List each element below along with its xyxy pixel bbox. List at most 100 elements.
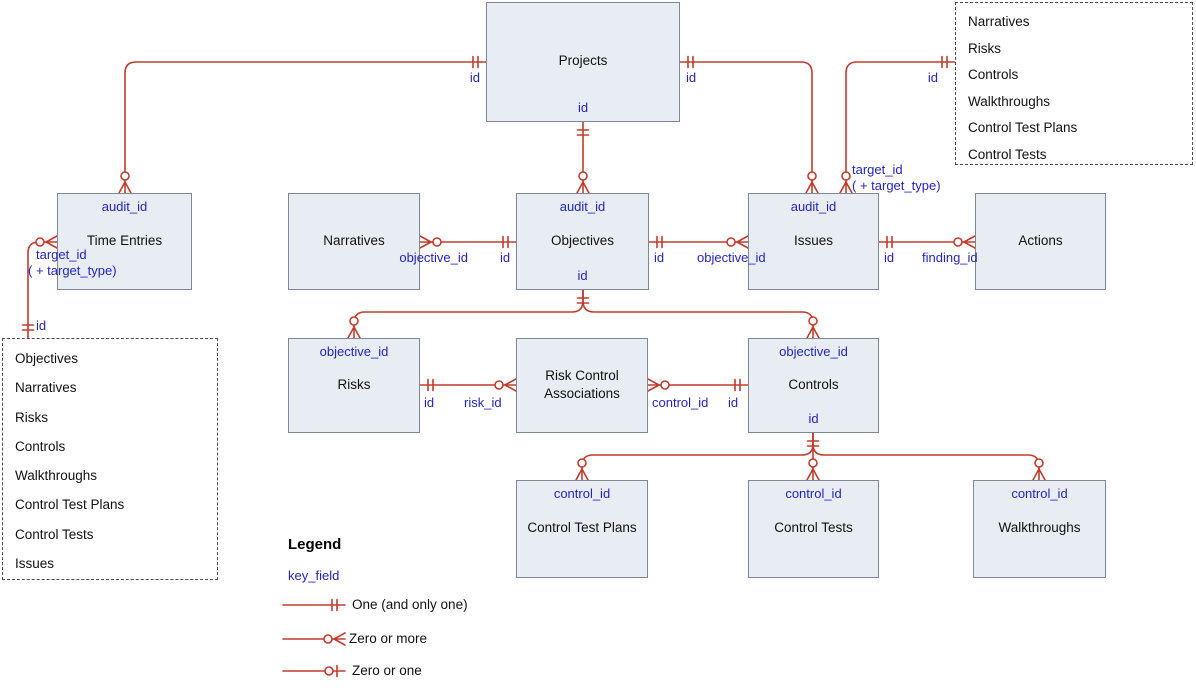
entity-bottom-key bbox=[749, 265, 878, 289]
entity-objectives: audit_id Objectives id bbox=[516, 193, 649, 290]
list-item: Control Tests bbox=[968, 146, 1047, 162]
edge-label-controls-id: id bbox=[728, 395, 739, 410]
entity-controls: objective_id Controls id bbox=[748, 338, 879, 433]
connector-projects-time-entries-end-symbol bbox=[118, 181, 126, 194]
connector-rca-controls-start-symbol bbox=[647, 384, 660, 392]
connector-controls-walkthroughs bbox=[812, 432, 1040, 481]
entity-top-key bbox=[487, 3, 679, 25]
edge-label-issues-objective-id: objective_id bbox=[697, 250, 766, 265]
connector-issues-actions-end-circle bbox=[953, 237, 963, 247]
entity-bottom-key bbox=[517, 408, 647, 432]
list-item: Narratives bbox=[968, 14, 1030, 29]
edge-label-issues-target-type: ( + target_type) bbox=[852, 178, 941, 193]
list-item: Issues bbox=[15, 556, 55, 572]
entity-walkthroughs: control_id Walkthroughs bbox=[973, 480, 1106, 578]
connector-rca-controls-start-circle bbox=[660, 380, 670, 390]
entity-top-key: control_id bbox=[1011, 486, 1068, 501]
entity-title: Risks bbox=[337, 376, 371, 392]
entity-projects: Projects id bbox=[486, 2, 680, 122]
edge-label-risks-id: id bbox=[424, 395, 435, 410]
connector-risks-rca-end-symbol bbox=[504, 384, 517, 392]
entity-top-key: control_id bbox=[553, 486, 611, 501]
connector-rca-controls-start-symbol bbox=[647, 378, 660, 386]
connector-legend-sample-one0-end-circle bbox=[324, 666, 334, 676]
connector-time-entries-targets-start-symbol bbox=[45, 235, 58, 243]
connector-controls-test-plans-end-circle bbox=[577, 458, 587, 468]
entity-title: Objectives bbox=[550, 232, 615, 248]
connector-narratives-objectives-start-symbol bbox=[419, 235, 432, 243]
entity-bottom-key bbox=[974, 553, 1105, 577]
time-entry-target-types-list: Objectives Narratives Risks Controls Wal… bbox=[2, 338, 218, 580]
connector-time-entries-targets-start-symbol bbox=[45, 241, 58, 249]
connector-projects-issues bbox=[679, 61, 813, 194]
entity-title: Narratives bbox=[323, 232, 385, 248]
connector-risks-rca-end-symbol bbox=[504, 378, 517, 386]
connector-objectives-issues-end-circle bbox=[726, 237, 736, 247]
edge-label-time-entries-target-type: ( + target_type) bbox=[28, 263, 117, 278]
edge-label-actions-finding-id: finding_id bbox=[922, 250, 978, 265]
entity-top-key bbox=[976, 194, 1105, 216]
edge-label-rca-risk-id: risk_id bbox=[464, 395, 502, 410]
edge-label-objectives-narratives-id: id bbox=[500, 250, 511, 265]
entity-top-key bbox=[517, 339, 647, 361]
connector-controls-walkthroughs-end-symbol bbox=[1032, 468, 1040, 481]
entity-title: Control Test Plans bbox=[527, 520, 637, 535]
entity-title: Controls bbox=[788, 376, 839, 392]
connector-controls-tests-end-circle bbox=[808, 458, 818, 468]
connector-objectives-risks-end-symbol bbox=[347, 326, 355, 339]
edge-label-issues-actions-id: id bbox=[884, 250, 895, 265]
edge-label-projects-time-entries-id: id bbox=[469, 70, 480, 85]
entity-title: Walkthroughs bbox=[998, 520, 1081, 535]
list-item: Control Test Plans bbox=[15, 497, 125, 513]
connector-issues-actions-end-symbol bbox=[963, 235, 976, 243]
entity-top-key: control_id bbox=[785, 486, 842, 501]
connector-projects-objectives-end-symbol bbox=[576, 181, 584, 194]
list-item: Control Test Plans bbox=[968, 120, 1078, 135]
list-item: Controls bbox=[968, 67, 1019, 82]
connector-narratives-objectives-start-circle bbox=[432, 237, 442, 247]
list-item: Walkthroughs bbox=[968, 93, 1051, 109]
connector-objectives-issues-end-symbol bbox=[736, 235, 749, 243]
legend-item-zero-or-one: Zero or one bbox=[352, 663, 422, 678]
connector-controls-test-plans bbox=[581, 432, 814, 481]
edge-label-rca-control-id: control_id bbox=[652, 395, 709, 410]
connector-objectives-controls-end-circle bbox=[808, 316, 818, 326]
edge-label-issues-target-id: target_id bbox=[852, 162, 903, 177]
connector-legend-sample-many0-end-circle bbox=[323, 634, 333, 644]
connector-risks-rca-end-circle bbox=[494, 380, 504, 390]
connector-objectives-issues-end-symbol bbox=[736, 241, 749, 249]
list-item: Risks bbox=[15, 409, 48, 425]
entity-risks: objective_id Risks bbox=[288, 338, 420, 433]
connector-legend-sample-many0-end-symbol bbox=[333, 632, 346, 640]
entity-control-tests: control_id Control Tests bbox=[748, 480, 879, 578]
connector-objectives-risks-end-circle bbox=[349, 316, 359, 326]
entity-time-entries: audit_id Time Entries bbox=[57, 193, 192, 290]
entity-actions: Actions bbox=[975, 193, 1106, 290]
entity-issues: audit_id Issues bbox=[748, 193, 879, 290]
entity-top-key: audit_id bbox=[101, 199, 148, 214]
connector-projects-time-entries-end-circle bbox=[120, 171, 130, 181]
connector-controls-walkthroughs-end-symbol bbox=[1038, 468, 1046, 481]
entity-narratives: Narratives bbox=[288, 193, 420, 290]
connector-objectives-risks-end-symbol bbox=[353, 326, 361, 339]
entity-bottom-key bbox=[749, 553, 878, 577]
legend-item-one-and-only-one: One (and only one) bbox=[352, 597, 468, 612]
edge-label-issues-targets-id: id bbox=[927, 70, 938, 85]
entity-bottom-key: id bbox=[577, 268, 588, 283]
connector-objectives-controls-end-symbol bbox=[806, 326, 814, 339]
entity-title: Issues bbox=[793, 232, 834, 248]
entity-bottom-key bbox=[289, 408, 419, 432]
connector-controls-tests-end-symbol bbox=[812, 468, 820, 481]
connector-projects-time-entries-end-symbol bbox=[124, 181, 132, 194]
edge-label-narratives-objective-id: objective_id bbox=[399, 250, 468, 265]
edge-label-projects-issues-id: id bbox=[686, 70, 697, 85]
issues-target-types-list: Narratives Risks Controls Walkthroughs C… bbox=[955, 2, 1193, 165]
connector-narratives-objectives-start-symbol bbox=[419, 241, 432, 249]
edge-label-time-entries-targets-id: id bbox=[36, 318, 47, 333]
legend-title: Legend bbox=[288, 536, 342, 553]
connector-issue-targets-issues bbox=[845, 61, 956, 194]
list-item: Control Tests bbox=[15, 526, 94, 542]
connector-controls-test-plans-end-symbol bbox=[575, 468, 583, 481]
connector-projects-issues-end-circle bbox=[807, 171, 817, 181]
